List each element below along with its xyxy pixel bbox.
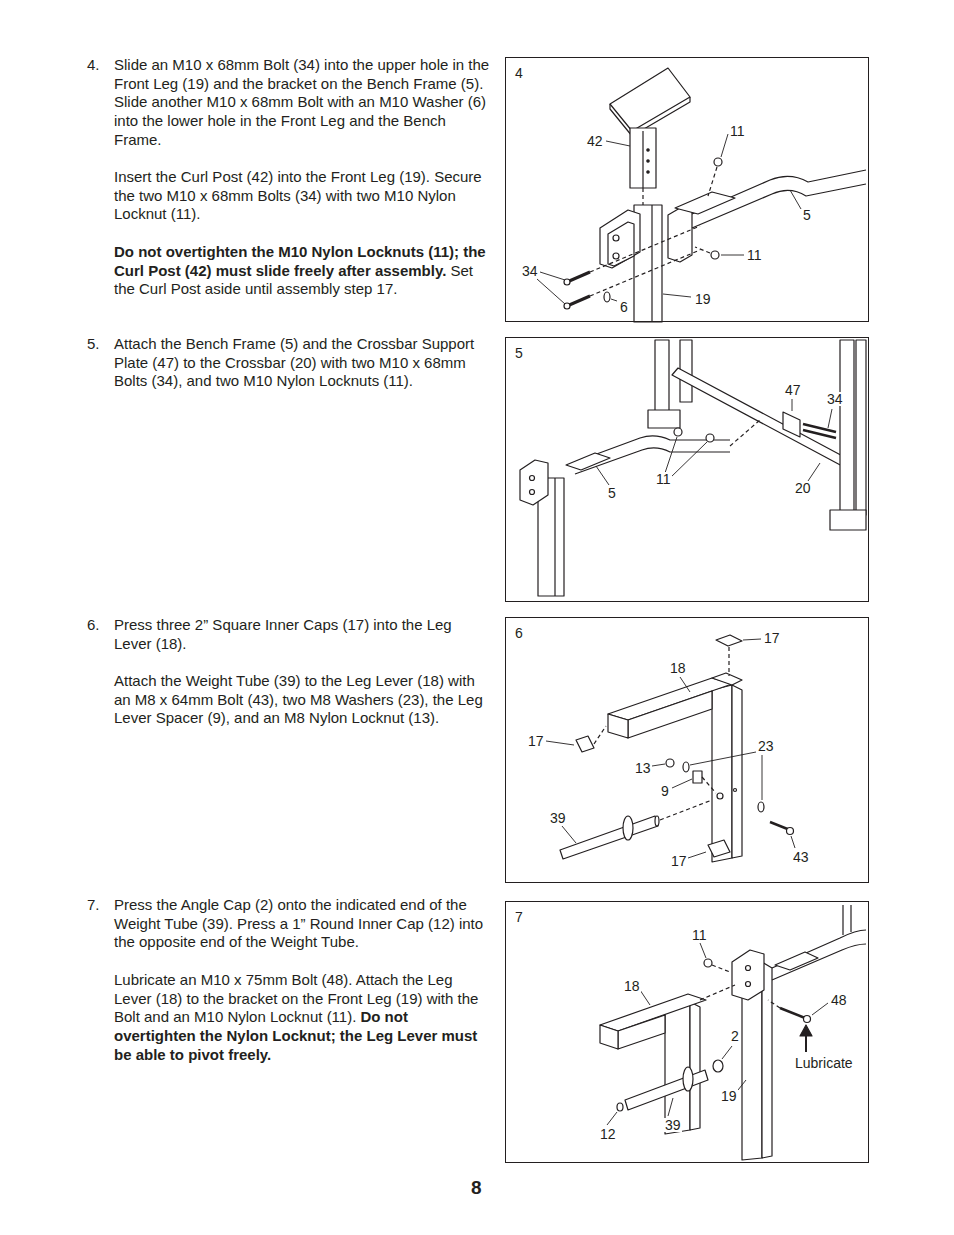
step-number: 4 (515, 66, 523, 80)
instruction-text-block: Do not overtighten the M10 Nylon Locknut… (114, 243, 492, 299)
instruction-text-block: Lubricate an M10 x 75mm Bolt (48). Attac… (114, 971, 492, 1065)
callout-number-block: 47 (784, 383, 802, 397)
callout-number: 39 (665, 1117, 681, 1133)
callout-number-block: 13 (634, 761, 652, 775)
callout-number-block: 17 (763, 631, 781, 645)
step-number: 6 (515, 626, 523, 640)
callout-number: 11 (692, 927, 707, 943)
step-label: 7. (87, 896, 100, 913)
callout-number-block: 2 (730, 1029, 740, 1043)
callout-number: 18 (624, 978, 640, 994)
callout-number-block: 23 (757, 739, 775, 753)
callout-number-block: 48 (830, 993, 848, 1007)
callout-number: 5 (608, 485, 616, 501)
step-panel: 7 (505, 901, 869, 1163)
callout-number: 6 (620, 299, 628, 315)
callout-number-block: 42 (586, 134, 604, 148)
callout-number: 42 (587, 133, 603, 149)
callout-number-block: 18 (623, 979, 641, 993)
callout-note: Lubricate (795, 1055, 853, 1071)
callout-number-block: 20 (794, 481, 812, 495)
instruction-text: Lubricate an M10 x 75mm Bolt (48). Attac… (114, 971, 478, 1025)
step-panel: 5 (505, 337, 869, 602)
step-number: 7 (515, 910, 523, 924)
callout-number: 9 (661, 783, 669, 799)
step-panel: 4 (505, 57, 869, 322)
callout-number-block: 9 (660, 784, 670, 798)
callout-number-block: 5 (802, 208, 812, 222)
instruction-text: Attach the Bench Frame (5) and the Cross… (114, 335, 474, 389)
step-number: 5 (515, 346, 523, 360)
step-label: 5. (87, 335, 100, 352)
step-panel: 6 (505, 617, 869, 883)
callout-number-block: 11 (729, 124, 746, 138)
callout-number: 11 (730, 123, 745, 139)
step-label-block: 4. (87, 56, 113, 75)
callout-number: 39 (550, 810, 566, 826)
callout-number-block: 11 (655, 472, 672, 486)
callout-number: 5 (803, 207, 811, 223)
instruction-text-block: Press three 2” Square Inner Caps (17) in… (114, 616, 492, 653)
instruction-text: Press the Angle Cap (2) onto the indicat… (114, 896, 483, 950)
warning-text: Do not overtighten the M10 Nylon Locknut… (114, 243, 486, 279)
callout-number: 19 (695, 291, 711, 307)
callout-number: 17 (764, 630, 780, 646)
step-6-illustration (546, 635, 795, 862)
callout-number-block: 12 (599, 1127, 617, 1141)
callout-number: 20 (795, 480, 811, 496)
callout-number: 23 (758, 738, 774, 754)
callout-number: 18 (670, 660, 686, 676)
callout-number-block: 17 (527, 734, 545, 748)
callout-number: 11 (656, 471, 671, 487)
page-number: 8 (471, 1177, 482, 1198)
instruction-text-block: Insert the Curl Post (42) into the Front… (114, 168, 492, 224)
callout-number-block: 19 (720, 1089, 738, 1103)
callout-number-block: 39 (664, 1118, 682, 1132)
callout-number-block: 43 (792, 850, 810, 864)
callout-number-block: 6 (619, 300, 629, 314)
page-number-block: 8 (471, 1178, 482, 1197)
instruction-text: Press three 2” Square Inner Caps (17) in… (114, 616, 452, 652)
callout-number: 48 (831, 992, 847, 1008)
step-label-block: 5. (87, 335, 113, 354)
instruction-text-block: Slide an M10 x 68mm Bolt (34) into the u… (114, 56, 492, 150)
instruction-text: Insert the Curl Post (42) into the Front… (114, 168, 482, 222)
callout-number: 43 (793, 849, 809, 865)
callout-number: 17 (671, 853, 687, 869)
callout-number: 2 (731, 1028, 739, 1044)
callout-number-block: 11 (691, 928, 708, 942)
step-4-illustration (537, 68, 866, 322)
callout-number: 13 (635, 760, 651, 776)
callout-number: 19 (721, 1088, 737, 1104)
instruction-text: Attach the Weight Tube (39) to the Leg L… (114, 672, 483, 726)
callout-number-block: 19 (694, 292, 712, 306)
callout-note-block: Lubricate (794, 1056, 854, 1070)
step-5-illustration (520, 340, 866, 596)
callout-number: 12 (600, 1126, 616, 1142)
callout-number-block: 34 (826, 392, 844, 406)
step-label-block: 7. (87, 896, 113, 915)
callout-number: 47 (785, 382, 801, 398)
callout-number-block: 17 (670, 854, 688, 868)
callout-number-block: 34 (521, 264, 539, 278)
instruction-text-block: Attach the Bench Frame (5) and the Cross… (114, 335, 492, 391)
instruction-text: Slide an M10 x 68mm Bolt (34) into the u… (114, 56, 489, 148)
callout-number: 34 (522, 263, 538, 279)
instruction-text-block: Attach the Weight Tube (39) to the Leg L… (114, 672, 492, 728)
callout-number: 34 (827, 391, 843, 407)
callout-number-block: 39 (549, 811, 567, 825)
callout-number: 17 (528, 733, 544, 749)
step-label-block: 6. (87, 616, 113, 635)
callout-number-block: 5 (607, 486, 617, 500)
callout-number-block: 11 (746, 248, 763, 262)
callout-number: 11 (747, 247, 762, 263)
instruction-text-block: Press the Angle Cap (2) onto the indicat… (114, 896, 492, 952)
step-label: 6. (87, 616, 100, 633)
callout-number-block: 18 (669, 661, 687, 675)
step-label: 4. (87, 56, 100, 73)
step-7-illustration (600, 905, 866, 1160)
